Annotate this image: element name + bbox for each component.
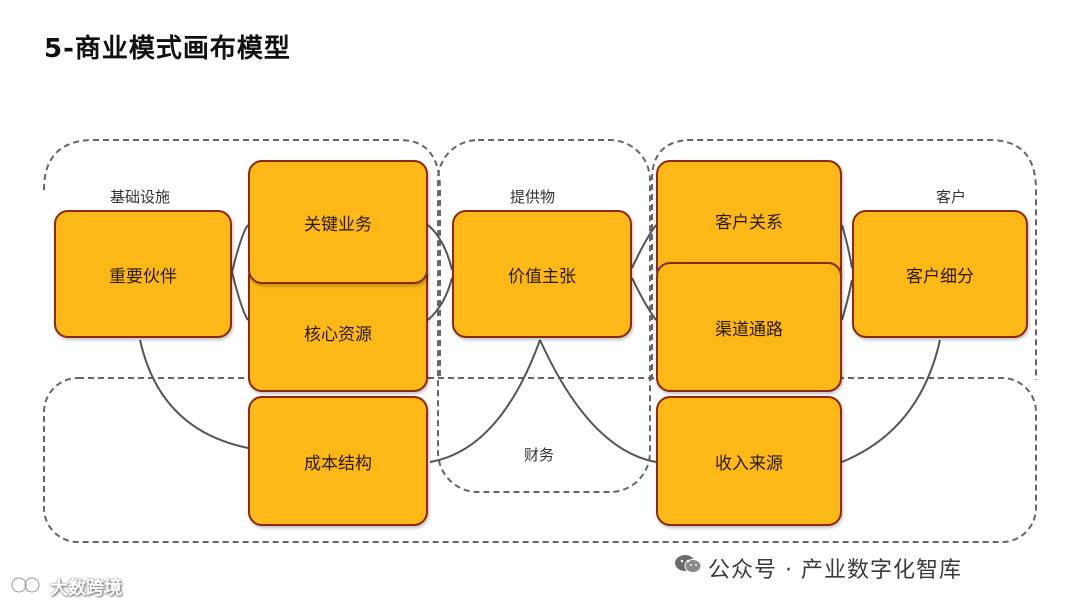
block-key-resources-label: 核心资源 [304, 324, 372, 345]
block-cost-structure: 成本结构 [248, 396, 428, 526]
wechat-icon [675, 555, 702, 573]
region-label-customers: 客户 [936, 188, 967, 206]
block-value-proposition: 价值主张 [452, 210, 632, 338]
region-finance-outline [43, 377, 1037, 543]
block-key-activities-label: 关键业务 [304, 214, 372, 235]
block-revenue-streams: 收入来源 [656, 396, 842, 526]
block-customer-relationships-label: 客户关系 [715, 213, 783, 233]
page-title: 5-商业模式画布模型 [44, 34, 291, 64]
region-label-finance: 财务 [524, 446, 555, 464]
block-channels-label: 渠道通路 [715, 319, 783, 340]
region-label-infrastructure: 基础设施 [110, 188, 171, 206]
block-cost-structure-label: 成本结构 [304, 453, 372, 474]
block-key-activities: 关键业务 [248, 160, 428, 284]
logo-mark-icon [10, 576, 41, 594]
block-value-proposition-label: 价值主张 [508, 266, 576, 287]
block-customer-segments-label: 客户细分 [906, 266, 974, 287]
region-offering-outline [437, 139, 651, 493]
block-customer-segments: 客户细分 [852, 210, 1028, 338]
block-revenue-streams-label: 收入来源 [715, 453, 783, 474]
region-label-offering: 提供物 [510, 188, 556, 206]
block-channels: 渠道通路 [656, 262, 842, 392]
block-key-partners-label: 重要伙伴 [109, 266, 177, 287]
region-customers-outline [651, 139, 1037, 380]
logo-text: 大数跨境 [50, 578, 122, 599]
watermark-text: 公众号 · 产业数字化智库 [708, 558, 962, 583]
block-key-partners: 重要伙伴 [54, 210, 232, 338]
